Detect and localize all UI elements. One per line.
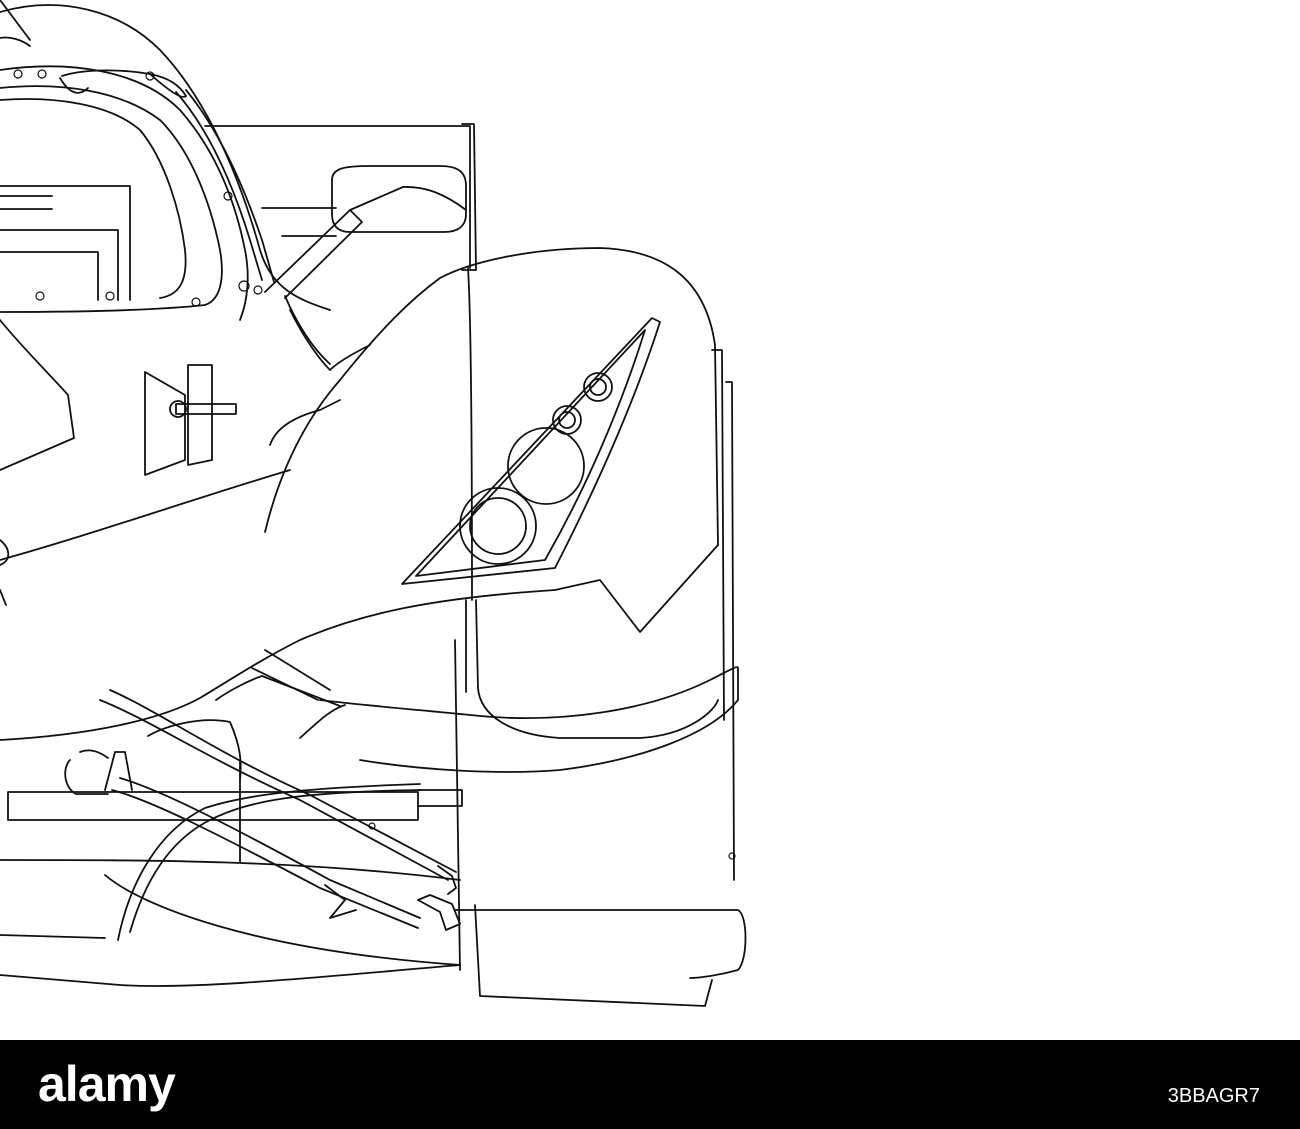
image-id-label: 3BBAGR7 (1167, 1085, 1260, 1107)
cockpit-canopy (0, 4, 331, 321)
watermark-footer: alamy 3BBAGR7 (0, 1040, 1300, 1129)
headlight-cluster (401, 317, 661, 585)
brand-logo: alamy (38, 1056, 176, 1112)
front-fender (0, 247, 735, 971)
left-edge-details (0, 0, 31, 606)
race-car-line-drawing (0, 0, 747, 1007)
race-car-outline-svg (0, 0, 747, 1007)
side-mirror (264, 165, 467, 299)
side-body (0, 295, 341, 561)
front-suspension (7, 649, 736, 941)
front-splitter (0, 666, 747, 1007)
